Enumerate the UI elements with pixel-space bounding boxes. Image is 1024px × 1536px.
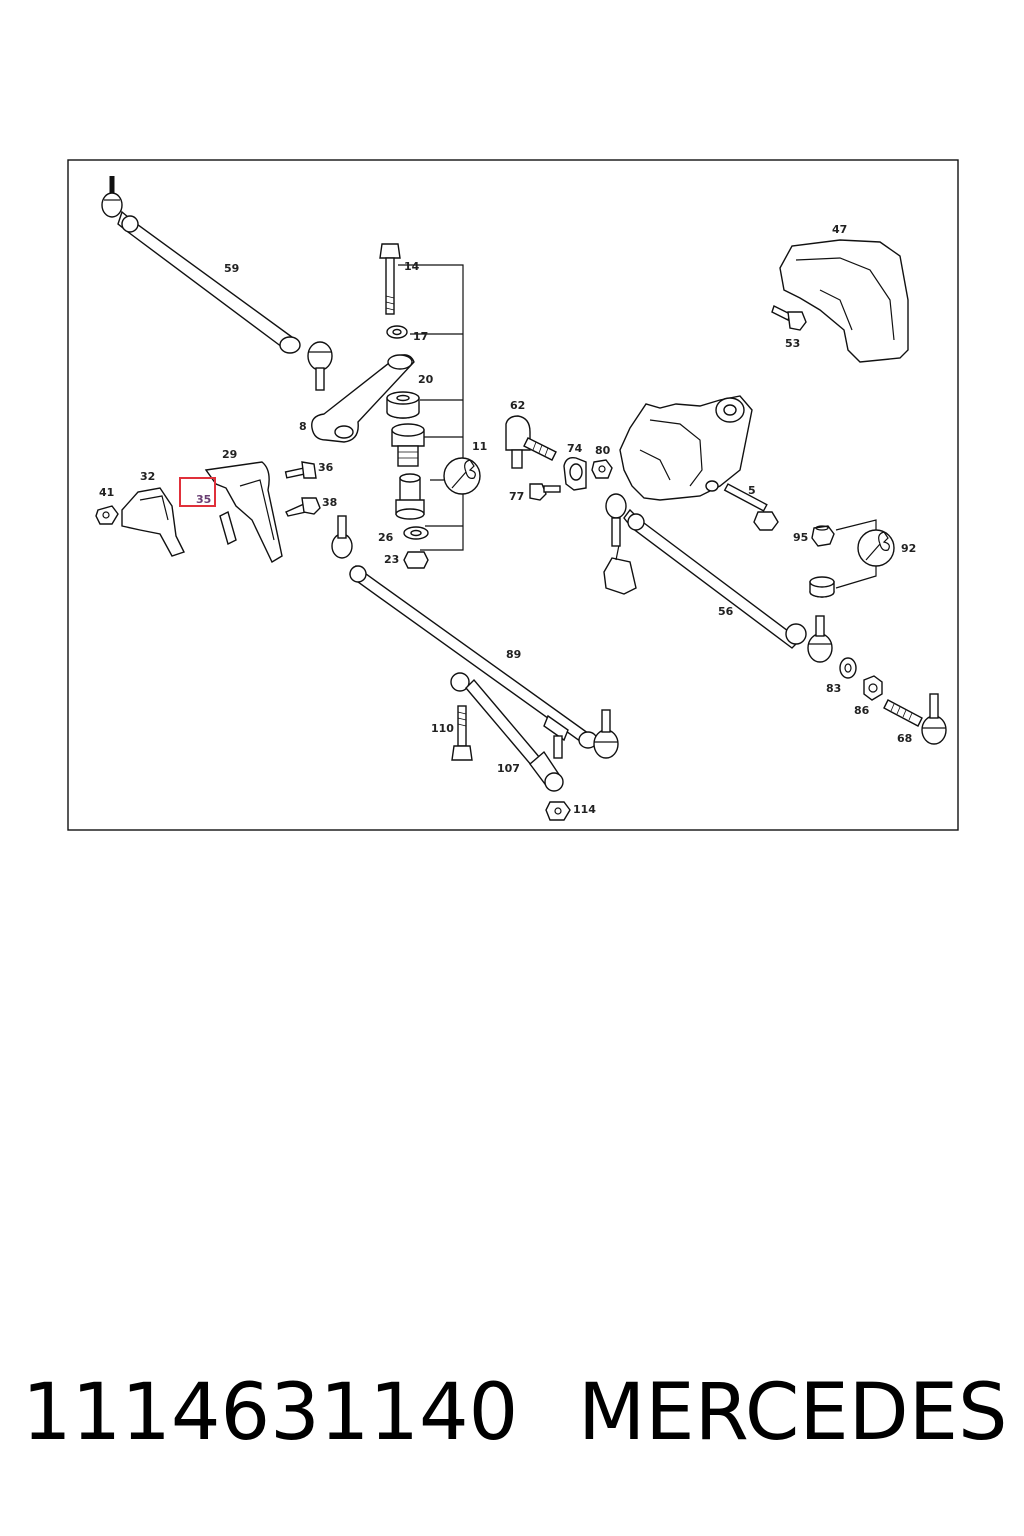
bushing-92[interactable] [809,576,835,598]
clamp-74[interactable] [563,456,587,491]
idler-arm-8[interactable] [311,354,415,443]
nut-114[interactable] [545,801,571,821]
bushing-20[interactable] [386,391,420,419]
brand-name: MERCEDES [578,1368,1008,1458]
label-17: 17 [413,330,428,343]
wrench-icon [835,519,895,589]
label-5: 5 [748,484,756,497]
label-38: 38 [322,496,337,509]
label-14: 14 [404,260,420,273]
highlight-box-35[interactable] [179,477,216,507]
bracket-29[interactable] [204,461,283,563]
nut-23[interactable] [403,551,429,569]
washer-26[interactable] [403,526,429,540]
wrench-icon [443,457,481,495]
washer-17[interactable] [386,325,408,339]
label-92: 92 [901,542,916,555]
screw-38[interactable] [285,497,321,517]
nut-86[interactable] [863,675,883,701]
bolt-14[interactable] [379,243,401,315]
tie-rod-59[interactable] [101,176,333,391]
label-20: 20 [418,373,434,386]
label-89: 89 [506,648,521,661]
nut-95[interactable] [811,525,835,547]
label-56: 56 [718,605,734,618]
bolt-110[interactable] [451,705,473,761]
steering-damper-107[interactable] [450,672,564,792]
bolt-53[interactable] [771,305,807,331]
label-74: 74 [567,442,583,455]
label-47: 47 [832,223,847,236]
label-86: 86 [854,704,870,717]
label-107: 107 [497,762,520,775]
bracket-47[interactable] [779,239,909,363]
label-35: 35 [196,493,211,506]
label-36: 36 [318,461,334,474]
idler-pivot-11[interactable] [391,423,425,520]
drag-link-89[interactable] [331,515,619,759]
bolt-5[interactable] [723,483,779,531]
label-114: 114 [573,803,596,816]
nut-41[interactable] [95,505,119,525]
label-23: 23 [384,553,399,566]
label-8: 8 [299,420,307,433]
label-83: 83 [826,682,841,695]
footer: 1114631140 MERCEDES [22,1368,1012,1468]
nut-80[interactable] [591,459,613,479]
label-29: 29 [222,448,237,461]
label-77: 77 [509,490,524,503]
label-32: 32 [140,470,155,483]
label-110: 110 [431,722,454,735]
steering-linkage-diagram: 59 14 17 20 8 11 26 23 29 32 41 35 36 38… [67,159,959,831]
bushing-83[interactable] [839,657,857,679]
label-41: 41 [99,486,114,499]
label-11: 11 [472,440,487,453]
label-62: 62 [510,399,525,412]
part-number: 1114631140 [22,1368,519,1458]
label-80: 80 [595,444,611,457]
steering-gear-box[interactable] [603,395,753,595]
bracket-32[interactable] [121,487,185,557]
label-95: 95 [793,531,808,544]
tie-rod-end-68[interactable] [883,693,947,745]
label-68: 68 [897,732,912,745]
label-59: 59 [224,262,239,275]
label-26: 26 [378,531,394,544]
tie-rod-end-62[interactable] [505,415,557,469]
tie-rod-56[interactable] [605,493,833,663]
screw-36[interactable] [284,461,317,479]
bolt-77[interactable] [529,483,561,501]
label-53: 53 [785,337,800,350]
